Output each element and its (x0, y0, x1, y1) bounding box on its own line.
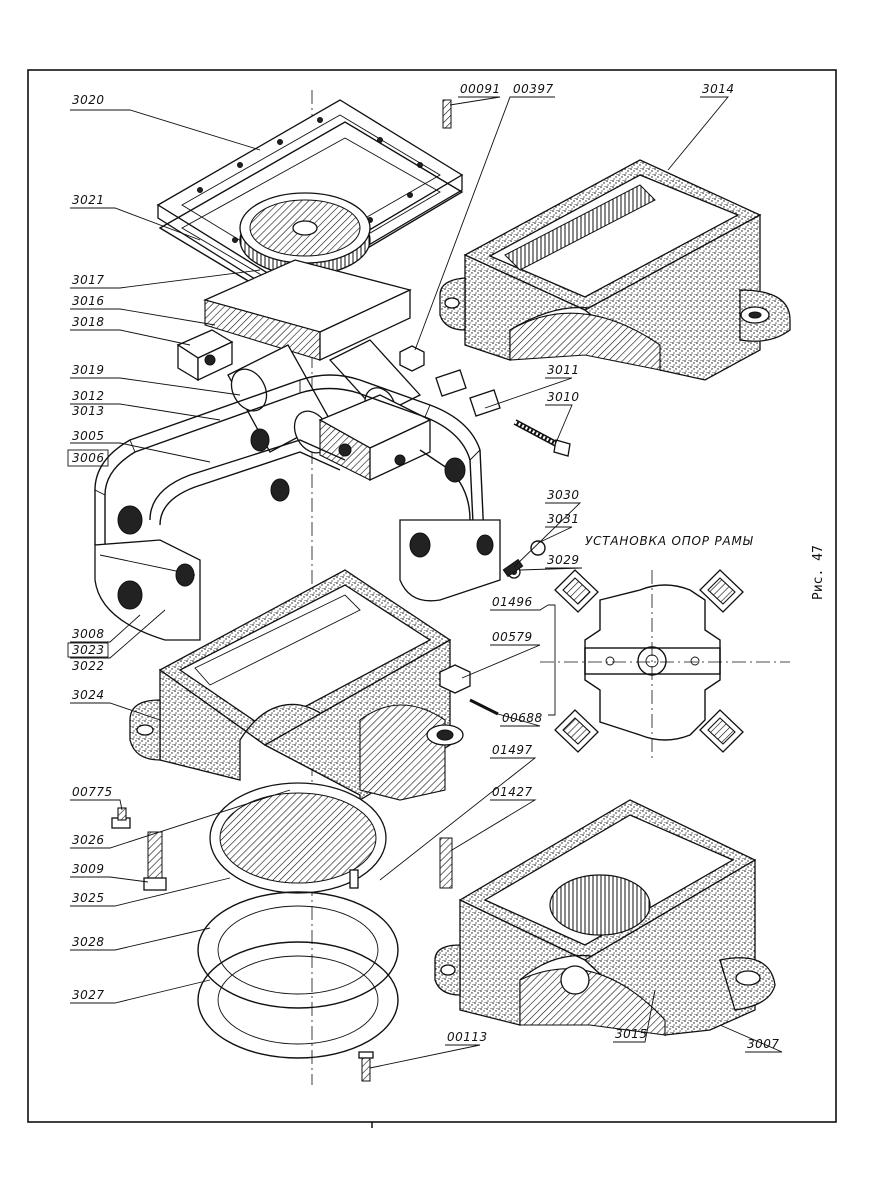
label-3006: 3006 (72, 451, 105, 465)
label-3015: 3015 (615, 1027, 648, 1041)
inset-title: УСТАНОВКА ОПОР РАМЫ (585, 534, 754, 548)
bracket-3018 (176, 329, 234, 382)
ring-3028 (197, 891, 399, 1009)
small-parts-3030-3031 (502, 540, 546, 579)
label-01496: 01496 (492, 595, 533, 609)
upper-housing-3014 (439, 159, 791, 381)
inset-frame-supports (540, 569, 790, 760)
screw-00091 (442, 99, 452, 129)
label-3024: 3024 (72, 688, 105, 702)
label-3023: 3023 (72, 643, 105, 657)
label-3017: 3017 (72, 273, 105, 287)
middle-housing-3024 (129, 569, 464, 802)
label-3010: 3010 (547, 390, 580, 404)
label-3031: 3031 (547, 512, 580, 526)
stud-3009 (143, 831, 167, 891)
label-3018: 3018 (72, 315, 105, 329)
keys-3011 (435, 369, 501, 417)
label-3014: 3014 (702, 82, 735, 96)
label-3029: 3029 (547, 553, 580, 567)
label-3006-box (67, 449, 109, 467)
label-00397: 00397 (513, 82, 554, 96)
shoe-3008 (94, 428, 501, 641)
label-3030: 3030 (547, 488, 580, 502)
figure-label: Рис. 47 (811, 545, 826, 600)
label-00579: 00579 (492, 630, 533, 644)
label-3013: 3013 (72, 404, 105, 418)
nut-00397 (399, 345, 425, 372)
label-3016: 3016 (72, 294, 105, 308)
label-3025: 3025 (72, 891, 105, 905)
support-pad-tr (699, 569, 744, 613)
label-3027: 3027 (72, 988, 105, 1002)
lower-housing-3007 (434, 799, 776, 1037)
label-01427: 01427 (492, 785, 533, 799)
block-3016 (203, 259, 412, 362)
label-00113: 00113 (447, 1030, 488, 1044)
label-3011: 3011 (547, 363, 580, 377)
support-pad-bl (554, 709, 599, 753)
bolt-3010 (513, 419, 571, 457)
nut-bolt-00579-00688 (439, 664, 499, 716)
gasket-3021 (158, 121, 464, 301)
label-01497: 01497 (492, 743, 533, 757)
label-3026: 3026 (72, 833, 105, 847)
label-3012: 3012 (72, 389, 105, 403)
label-3023-box (67, 642, 109, 658)
label-3008: 3008 (72, 627, 105, 641)
label-3021: 3021 (72, 193, 105, 207)
stud-01427 (439, 837, 453, 889)
impeller-3017 (239, 192, 371, 276)
label-3028: 3028 (72, 935, 105, 949)
label-3009: 3009 (72, 862, 105, 876)
support-pad-br (699, 709, 744, 753)
central-coupling (318, 394, 432, 482)
disc-3025 (209, 782, 387, 894)
part-labels: 3020 3021 3017 3016 3018 3019 3012 3013 … (67, 82, 826, 1051)
drawing-frame (27, 69, 837, 1123)
leader-lines (70, 96, 783, 1069)
label-00775: 00775 (72, 785, 113, 799)
label-3005: 3005 (72, 429, 105, 443)
label-00091: 00091 (460, 82, 501, 96)
label-3020: 3020 (72, 93, 105, 107)
support-pad-tl (554, 569, 599, 613)
bolt-00775 (111, 807, 131, 829)
label-3019: 3019 (72, 363, 105, 377)
label-3007: 3007 (747, 1037, 780, 1051)
label-00688: 00688 (502, 711, 543, 725)
screw-00113 (358, 1051, 374, 1082)
label-3022: 3022 (72, 659, 105, 673)
ring-3027 (197, 941, 399, 1059)
